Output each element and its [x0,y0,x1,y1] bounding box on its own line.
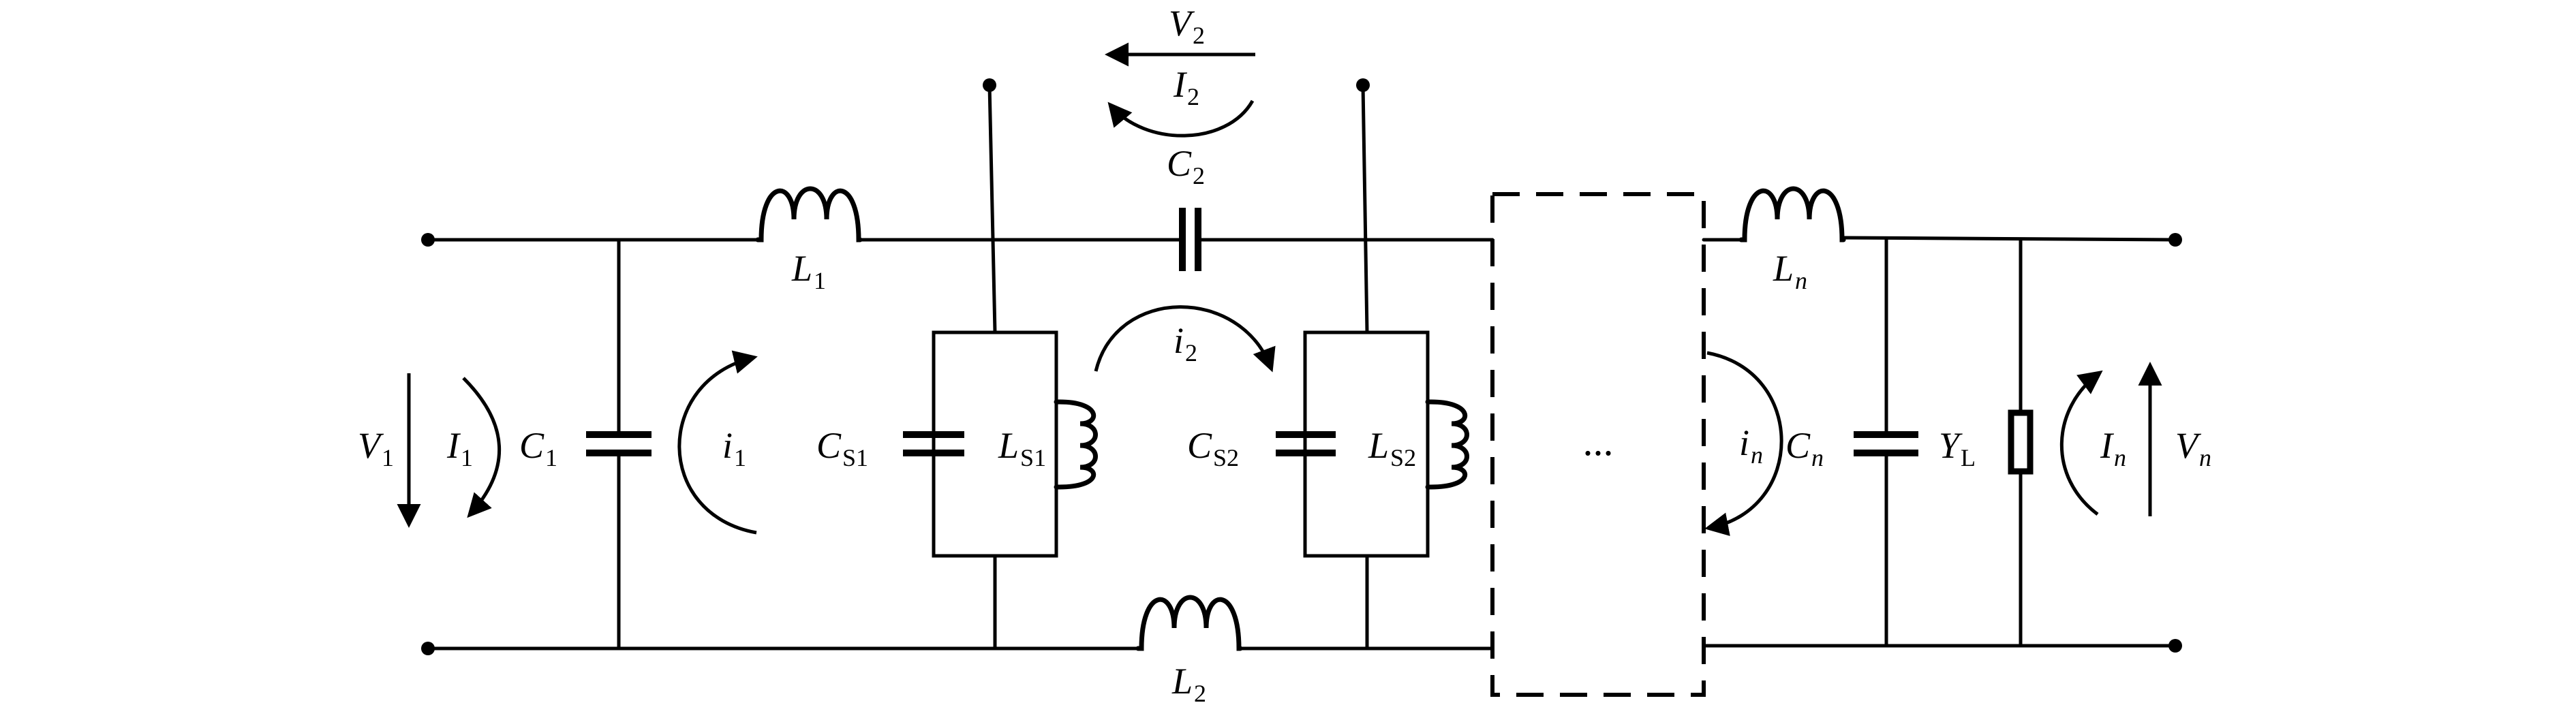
label-I2: I2 [1173,64,1199,110]
label-i2: i2 [1174,320,1197,366]
label-in: in [1739,422,1763,469]
inductor-LS2 [1425,399,1469,490]
arrows [397,42,2162,536]
label-Ln: Ln [1773,248,1807,294]
capacitor-CS2 [1276,431,1336,456]
output-terminal-bottom [2168,639,2182,653]
top-rail-right [1702,186,2182,247]
label-In: In [2100,425,2126,471]
in-loop-arrow [1704,351,1783,536]
capacitor-C1 [586,238,651,651]
label-CS1: CS1 [816,425,868,471]
capacitor-CS1 [903,431,964,456]
I1-arrow [462,377,501,518]
resonator-1-lead [987,83,997,334]
load-admittance-YL [2008,237,2034,648]
label-LS1: LS1 [998,425,1046,471]
inductor-L2 [1135,595,1243,651]
input-port [421,233,435,655]
label-YL: YL [1939,425,1976,471]
repeated-sections-block: ... [1490,192,1706,697]
label-L1: L1 [791,248,826,294]
top-rail-left [426,186,1494,271]
resonator-1 [903,78,1098,651]
label-C2: C2 [1167,143,1205,189]
i2-loop-arrow [1094,305,1276,373]
ellipsis: ... [1583,419,1614,464]
capacitor-Cn [1854,236,1918,648]
label-V2: V2 [1169,3,1205,49]
bottom-rail-right [1702,639,2182,653]
label-C1: C1 [519,425,557,471]
label-LS2: LS2 [1368,425,1416,471]
label-Vn: Vn [2175,425,2211,471]
label-V1: V1 [358,425,394,471]
inductor-Ln [1738,186,1846,242]
label-CS2: CS2 [1187,425,1239,471]
I2-arrow [1107,99,1255,138]
capacitor-C2 [1179,208,1201,271]
label-Cn: Cn [1785,425,1824,471]
labels: V1 I1 C1 i1 L1 CS1 LS1 i2 V2 I2 C2 CS2 L… [358,3,2211,705]
label-i1: i1 [722,425,746,471]
output-terminal-top [2168,233,2182,247]
label-I1: I1 [446,425,473,471]
resonator-2-lead [1361,83,1369,334]
i1-loop-arrow [677,350,758,535]
inductor-LS1 [1054,399,1098,490]
inductor-L1 [755,186,863,242]
resonator-2 [1276,78,1469,651]
label-L2: L2 [1171,661,1206,705]
resonator-2-terminal [1356,78,1370,92]
In-arrow [2059,370,2103,516]
bottom-rail-left [426,595,1494,651]
resonator-1-terminal [983,78,996,92]
